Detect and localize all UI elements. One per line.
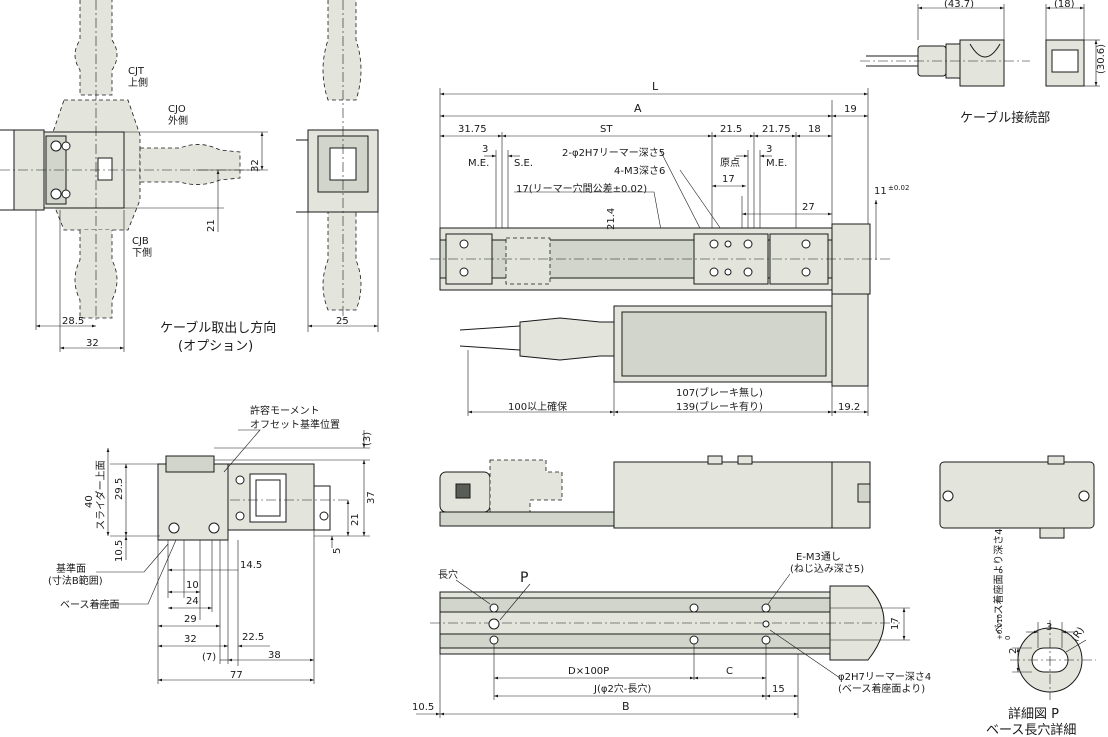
cable-connection-title: ケーブル接続部 [960,110,1050,126]
me-right-label: M.E. [766,158,787,169]
slot-label: 長穴 [438,568,458,581]
end-dim-77: 77 [230,670,243,681]
end-dim-5: 5 [332,548,343,554]
dim-Dx100P: D×100P [568,666,609,677]
dim-B: B [622,700,630,713]
end-dim-24: 24 [186,596,199,607]
cable-direction-option: (オプション) [178,339,253,354]
ream-2h7-label: 2-φ2H7リーマー深さ5 [562,147,665,159]
end-dim-40: 40 [84,495,95,508]
end-dim-37: 37 [366,491,377,504]
cjt-label: 上側 [128,76,148,89]
detail-depth-label: ベース着座面より深さ4 [992,528,1005,634]
dim-L: L [652,80,659,93]
cable-direction-view: CJT 上側 CJO 外側 CJB 下側 32 21 28.5 32 ケーブル取… [0,0,276,354]
em3-label-line1: E-M3通し [796,551,841,563]
motor-view: 100以上確保 107(ブレーキ無し) 139(ブレーキ有り) 19.2 [459,293,869,416]
cable-dim-43-7: (43.7) [944,0,974,10]
cjt-code: CJT [128,66,145,77]
dim-31-75: 31.75 [458,124,487,135]
em3-label-line2: (ねじ込み深さ5) [790,563,864,575]
offset-ref-line2: オフセット基準位置 [250,418,340,431]
bottom-dim-10-5: 10.5 [412,702,434,713]
cable-direction-title: ケーブル取出し方向 [160,320,276,336]
side-view [439,455,871,529]
end-dim-38: 38 [268,650,281,661]
cjo-label: 外側 [168,114,188,127]
me-right-value: 3 [766,144,772,155]
dim-17-top: 17 [722,174,735,185]
detail-tol-upper: +0.010 [996,614,1004,640]
end-view-right [939,455,1095,539]
detail-dia-value: 2 [1008,648,1019,654]
cjb-label: 下側 [132,246,152,259]
detail-tol-lower: 0 [1004,636,1012,640]
end-dim-29-5: 29.5 [114,478,125,500]
ream-bottom-line2: (ベース着座面より) [838,682,925,695]
end-dim-7: (7) [202,652,216,663]
dim-A: A [634,102,642,115]
detail-dim-3: 3 [1046,622,1052,633]
end-dim-3: (3) [362,432,373,446]
dim-21-vertical: 21 [206,219,217,232]
end-dim-22-5: 22.5 [242,632,264,643]
cable-connection-view: (43.7) (18) (30.6) ケーブル接続部 [860,0,1107,126]
dim-11: 11 [874,186,887,197]
detail-title-line1: 詳細図 P [1008,706,1059,722]
cable-dim-30-6: (30.6) [1096,44,1107,74]
dim-28-5: 28.5 [62,316,84,327]
ref-face-line1: 基準面 [56,562,86,575]
cjo-code: CJO [168,104,186,115]
bottom-dim-17: 17 [890,617,901,630]
end-dim-14-5: 14.5 [240,560,262,571]
end-dim-29: 29 [184,614,197,625]
se-label: S.E. [514,158,533,169]
offset-ref-line1: 許容モーメント [250,404,320,417]
slider-top-label: スライダー上面 [94,460,107,530]
detail-P-marker: P [520,570,528,586]
bottom-view: 長穴 P E-M3通し (ねじ込み深さ5) 17 D×100P C J(φ2穴-… [412,551,931,718]
end-dim-10: 10 [186,580,199,591]
base-face-label: ベース着座面 [60,598,120,611]
me-left-value: 3 [482,144,488,155]
dim-19-2: 19.2 [838,402,860,413]
secure-100-label: 100以上確保 [508,400,567,413]
len-brake: 139(ブレーキ有り) [676,400,763,413]
end-dim-10-5: 10.5 [114,540,125,562]
dim-ST: ST [600,124,613,135]
ream-pitch-label: 17(リーマー穴間公差±0.02) [516,182,647,195]
detail-p-view: 3 (R) 2 +0.010 0 ベース着座面より深さ4 詳細図 P ベース長穴… [986,528,1096,737]
cable-direction-side-view: 25 [296,0,379,332]
bottom-dim-15: 15 [772,684,785,695]
dim-25: 25 [336,316,349,327]
dim-C: C [726,666,733,677]
detail-title-line2: ベース長穴詳細 [986,722,1076,737]
end-dim-32: 32 [184,634,197,645]
dim-19: 19 [844,104,857,115]
dim-21-4: 21.4 [606,208,617,230]
cable-dim-18: (18) [1054,0,1075,10]
dim-32-bottom: 32 [86,338,99,349]
len-no-brake: 107(ブレーキ無し) [676,386,763,399]
cjb-code: CJB [132,236,149,247]
origin-label: 原点 [720,157,740,169]
me-left-label: M.E. [468,158,489,169]
dim-J: J(φ2穴-長穴) [593,682,651,695]
end-dim-21: 21 [350,513,361,526]
dim-11-tolerance: ±0.02 [888,184,909,192]
dim-21-5: 21.5 [720,124,742,135]
ref-face-line2: (寸法B範囲) [48,574,103,587]
dim-27: 27 [802,202,815,213]
ream-bottom-line1: φ2H7リーマー深さ4 [838,671,931,683]
dim-21-75: 21.75 [762,124,791,135]
dim-18: 18 [808,124,821,135]
end-view: 許容モーメント オフセット基準位置 (3) 29.5 40 スライダー上面 37… [48,404,377,684]
m3-depth-label: 4-M3深さ6 [614,165,665,177]
top-view: L A 19 31.75 ST 21.5 21.75 18 3 M.E. S.E… [430,80,909,295]
dim-32-vertical: 32 [250,159,261,172]
